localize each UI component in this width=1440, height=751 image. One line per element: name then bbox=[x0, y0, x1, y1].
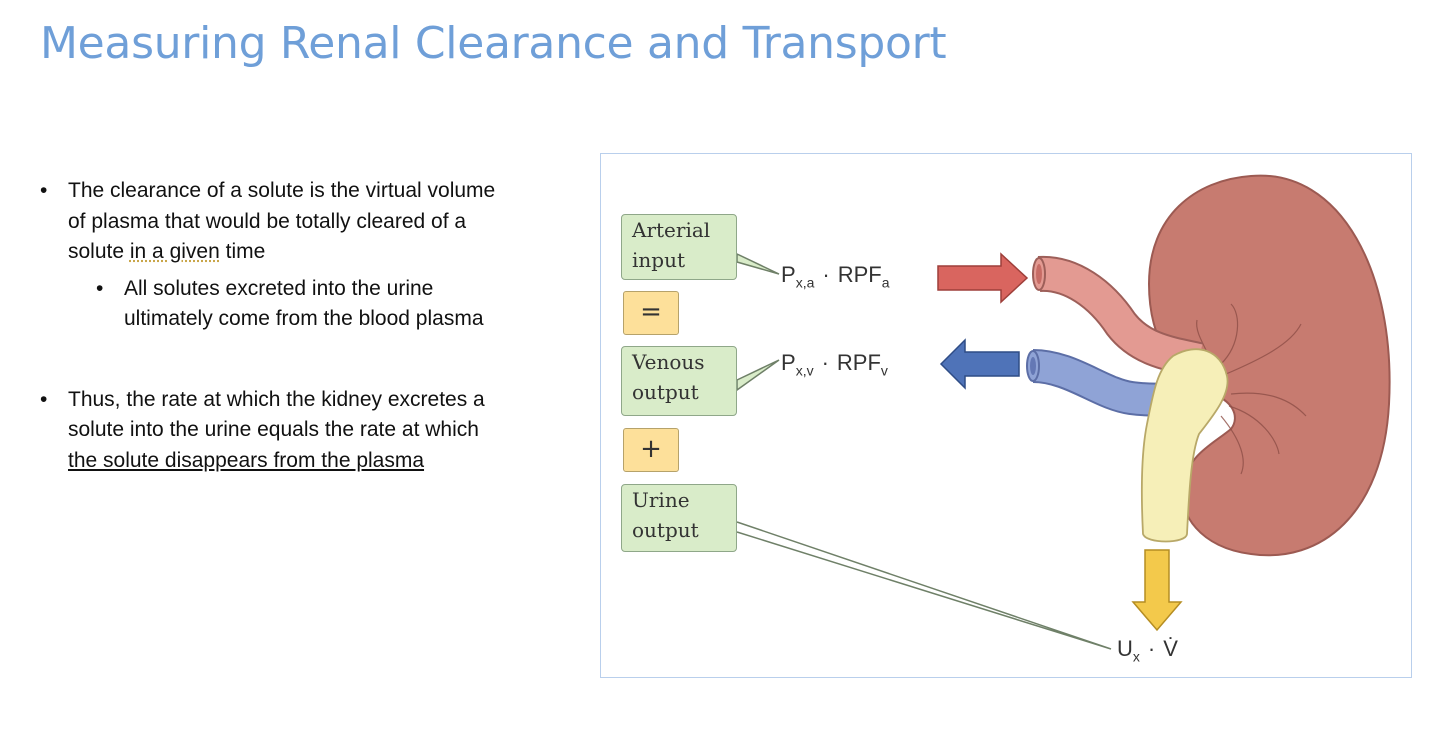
down-arrow-icon bbox=[1131, 549, 1183, 632]
bullet-marker: • bbox=[40, 387, 48, 411]
underlined-text: the solute disappears from the plasma bbox=[68, 448, 425, 472]
sub-bullet-text: All solutes excreted into the urine ulti… bbox=[124, 276, 484, 331]
sub-bullet-item: • All solutes excreted into the urine ul… bbox=[38, 274, 498, 335]
formula-u-sub: x bbox=[1132, 648, 1140, 665]
urine-formula: Ux · V̇ bbox=[1117, 636, 1178, 664]
formula-rpf: RPF bbox=[836, 350, 881, 375]
bullet-marker: • bbox=[40, 179, 48, 202]
left-arrow-icon bbox=[939, 338, 1020, 390]
formula-rpf-sub: a bbox=[881, 274, 890, 291]
formula-u: U bbox=[1117, 636, 1133, 661]
right-arrow-icon bbox=[937, 252, 1029, 304]
formula-p: P bbox=[781, 350, 796, 375]
kidney-figure: Arterial input = Venous output + Urine o… bbox=[600, 153, 1412, 678]
venous-formula: Px,v · RPFv bbox=[781, 350, 888, 378]
equals-box: = bbox=[623, 291, 679, 335]
formula-v: V̇ bbox=[1163, 636, 1178, 661]
formula-rpf: RPF bbox=[837, 262, 882, 287]
formula-p: P bbox=[781, 262, 796, 287]
arterial-input-label: Arterial input bbox=[621, 214, 737, 280]
bullet-text: Thus, the rate at which the kidney excre… bbox=[68, 387, 485, 442]
bullet-text-end: time bbox=[219, 240, 266, 263]
bullet-item-clearance: • The clearance of a solute is the virtu… bbox=[38, 176, 498, 268]
plus-box: + bbox=[623, 428, 679, 472]
arterial-formula: Px,a · RPFa bbox=[781, 262, 890, 290]
formula-rpf-sub: v bbox=[880, 362, 888, 379]
formula-dot: · bbox=[1147, 636, 1156, 661]
flagged-text: in a given bbox=[129, 240, 220, 263]
bullet-item-rate: • Thus, the rate at which the kidney exc… bbox=[38, 385, 498, 477]
sub-bullet-marker: • bbox=[96, 276, 104, 300]
ureter bbox=[1140, 348, 1229, 543]
bullet-text: The clearance of a solute is the virtual… bbox=[68, 179, 496, 263]
slide-title: Measuring Renal Clearance and Transport bbox=[40, 18, 947, 69]
formula-dot: · bbox=[821, 350, 829, 375]
formula-p-sub: x,a bbox=[795, 274, 815, 291]
venous-output-label: Venous output bbox=[621, 346, 737, 416]
formula-dot: · bbox=[822, 262, 830, 287]
formula-p-sub: x,v bbox=[795, 362, 814, 379]
bullet-list: • The clearance of a solute is the virtu… bbox=[38, 176, 498, 476]
urine-output-label: Urine output bbox=[621, 484, 737, 552]
figure-canvas bbox=[736, 174, 1391, 650]
